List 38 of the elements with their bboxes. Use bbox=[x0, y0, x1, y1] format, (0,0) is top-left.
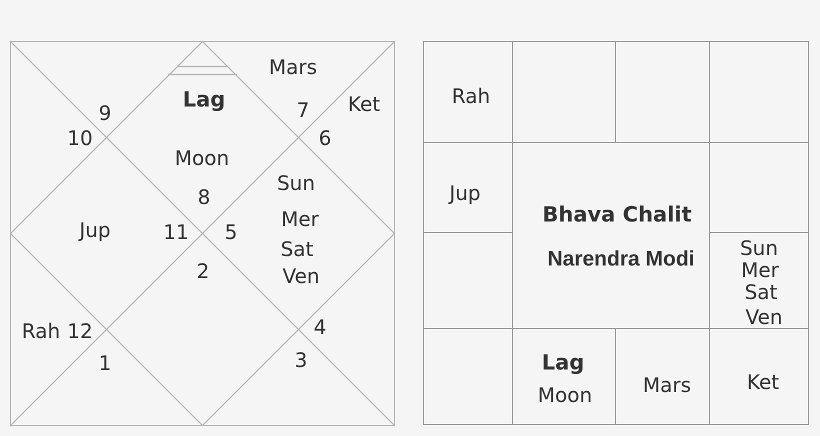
planet-label: Mer bbox=[741, 259, 779, 281]
sign-number: 11 bbox=[163, 221, 189, 243]
sign-number: 9 bbox=[98, 102, 112, 124]
planet-label: Rah bbox=[22, 320, 60, 342]
planet-label: Mars bbox=[268, 56, 318, 78]
ascendant-label: Lag bbox=[182, 88, 226, 112]
sign-number: 10 bbox=[67, 127, 93, 149]
house-cell bbox=[423, 328, 513, 425]
planet-label: Jup bbox=[449, 182, 481, 204]
sign-number: 3 bbox=[294, 349, 308, 371]
sign-number: 5 bbox=[224, 221, 238, 243]
planet-label: Sat bbox=[744, 281, 778, 303]
chart-title: Bhava Chalit bbox=[542, 203, 692, 227]
planet-label: Ven bbox=[282, 265, 320, 287]
sign-number: 2 bbox=[196, 260, 210, 282]
planet-label: Ket bbox=[746, 371, 780, 393]
planet-label: Mars bbox=[642, 374, 692, 396]
sign-number: 8 bbox=[198, 186, 210, 208]
planet-label: Sun bbox=[276, 172, 316, 194]
ascendant-label: Lag bbox=[542, 351, 584, 375]
planet-label: Moon bbox=[174, 147, 230, 169]
sign-number: 7 bbox=[296, 99, 310, 121]
sign-number: 1 bbox=[98, 352, 112, 374]
planet-label: Rah bbox=[452, 85, 490, 107]
person-name: Narendra Modi bbox=[547, 247, 695, 271]
house-cell bbox=[709, 328, 809, 425]
planet-label: Sat bbox=[280, 238, 314, 260]
sign-number: 12 bbox=[67, 320, 93, 342]
house-cell bbox=[709, 41, 809, 143]
planet-label: Jup bbox=[79, 219, 111, 241]
sign-number: 4 bbox=[314, 316, 326, 338]
planet-label: Mer bbox=[281, 208, 319, 230]
sign-number: 6 bbox=[318, 127, 332, 149]
planet-label: Ket bbox=[348, 93, 380, 115]
planet-label: Moon bbox=[538, 384, 592, 406]
house-cell bbox=[423, 41, 513, 143]
planet-label: Sun bbox=[740, 237, 778, 259]
planet-label: Ven bbox=[745, 306, 783, 328]
